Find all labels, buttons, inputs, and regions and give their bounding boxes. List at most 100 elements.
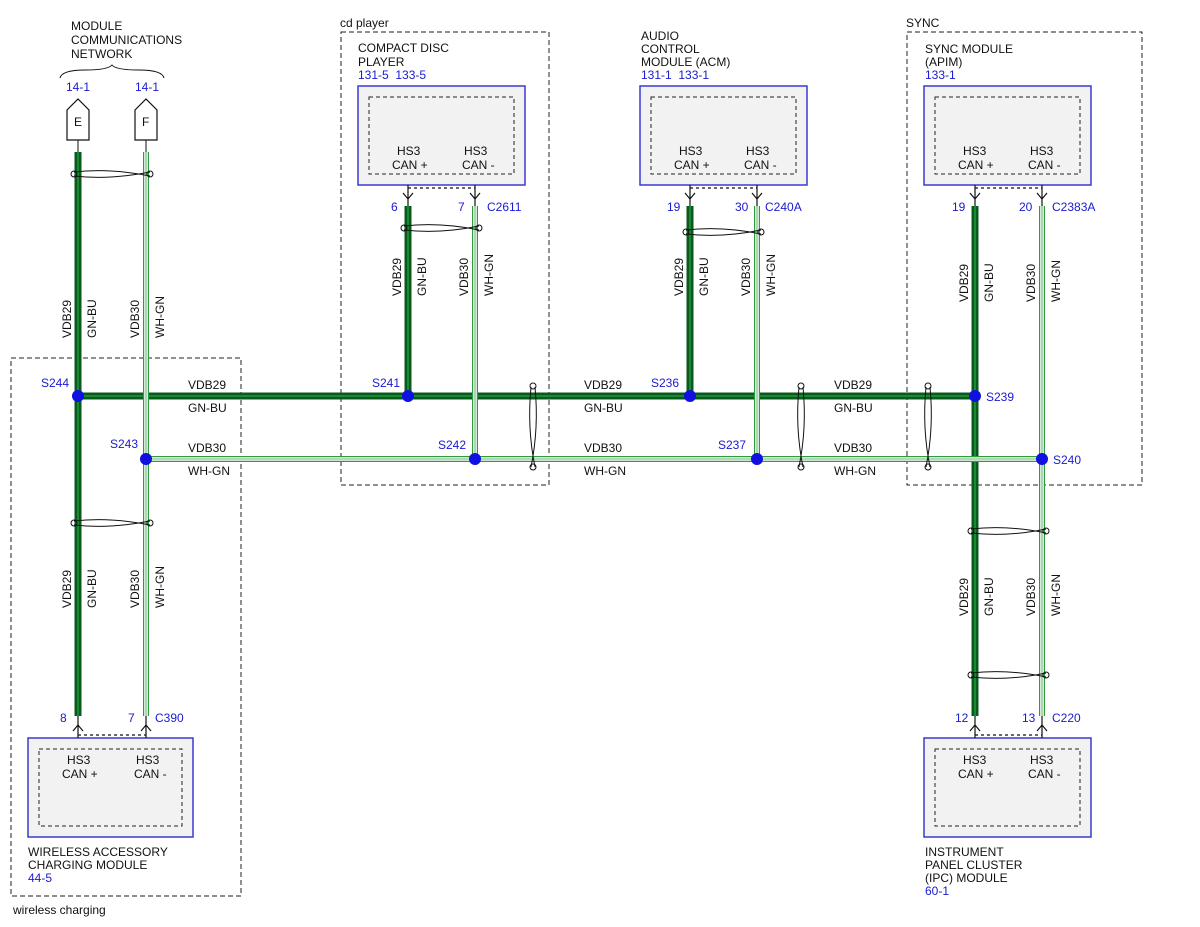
module-wacm-name-1: WIRELESS ACCESSORY bbox=[28, 845, 168, 859]
wire-label-h-vdb29-2: VDB29 bbox=[584, 378, 622, 392]
module-apim-can-plus: CAN + bbox=[958, 158, 994, 172]
module-acm-box bbox=[639, 85, 808, 186]
module-acm-name-1: AUDIO bbox=[641, 29, 679, 43]
connector-e-label: E bbox=[74, 115, 82, 129]
module-acm-hs3-minus: HS3 bbox=[746, 144, 770, 158]
module-apim-box bbox=[923, 85, 1092, 186]
module-acm-connector: C240A bbox=[765, 200, 802, 214]
module-acm-pin-minus: 30 bbox=[735, 200, 749, 214]
wire-label-h-gnbu-1: GN-BU bbox=[188, 401, 227, 415]
vertical-wire-labels: VDB29 GN-BU VDB30 WH-GN VDB29 GN-BU VDB3… bbox=[60, 254, 1063, 616]
module-ipc-hs3-minus: HS3 bbox=[1030, 753, 1054, 767]
wire-label-v-vdb30-wacm: VDB30 bbox=[128, 570, 142, 608]
module-apim-hs3-plus: HS3 bbox=[963, 144, 987, 158]
network-title-line-1: MODULE bbox=[71, 19, 122, 33]
splice-label-s239: S239 bbox=[986, 390, 1014, 404]
module-ipc-ref: 60-1 bbox=[925, 884, 949, 898]
wire-label-h-whgn-3: WH-GN bbox=[834, 464, 876, 478]
module-apim-pin-plus: 19 bbox=[952, 200, 966, 214]
module-ipc-name-2: PANEL CLUSTER bbox=[925, 858, 1023, 872]
pin-arrows bbox=[72, 185, 1048, 738]
group-label-sync: SYNC bbox=[906, 16, 940, 30]
wire-label-v-whgn-ipc: WH-GN bbox=[1049, 574, 1063, 616]
wire-label-v-gnbu-acm: GN-BU bbox=[697, 257, 711, 296]
module-cd-pin-minus: 7 bbox=[458, 200, 465, 214]
network-title-line-2: COMMUNICATIONS bbox=[71, 33, 182, 47]
module-cd-can-plus: CAN + bbox=[392, 158, 428, 172]
wire-label-h-vdb30-3: VDB30 bbox=[834, 441, 872, 455]
group-label-cd-player: cd player bbox=[340, 16, 389, 30]
splice-label-s241: S241 bbox=[372, 376, 400, 390]
module-ipc-pin-minus: 13 bbox=[1022, 711, 1036, 725]
wire-label-h-vdb29-3: VDB29 bbox=[834, 378, 872, 392]
module-apim-name-1: SYNC MODULE bbox=[925, 42, 1013, 56]
module-ipc-pin-plus: 12 bbox=[955, 711, 969, 725]
module-cd-hs3-minus: HS3 bbox=[464, 144, 488, 158]
module-wacm-inner bbox=[38, 748, 183, 827]
module-apim-connector: C2383A bbox=[1052, 200, 1095, 214]
module-acm-hs3-plus: HS3 bbox=[679, 144, 703, 158]
splice-label-s243: S243 bbox=[110, 437, 138, 451]
module-cd-hs3-plus: HS3 bbox=[397, 144, 421, 158]
splice-s237 bbox=[751, 453, 763, 465]
network-ref-f: 14-1 bbox=[135, 80, 159, 94]
module-cd-box bbox=[357, 85, 526, 186]
splice-s236 bbox=[684, 390, 696, 402]
wire-label-v-vdb29-wacm: VDB29 bbox=[60, 570, 74, 608]
module-acm-ref: 131-1 133-1 bbox=[641, 68, 709, 82]
twist-markers bbox=[70, 170, 1050, 679]
wire-label-v-whgn-wacm: WH-GN bbox=[153, 566, 167, 608]
wire-label-v-vdb29-net: VDB29 bbox=[60, 300, 74, 338]
wire-label-v-vdb29-ipc: VDB29 bbox=[957, 578, 971, 616]
module-cd-can-minus: CAN - bbox=[462, 158, 495, 172]
wire-label-v-vdb29-acm: VDB29 bbox=[672, 258, 686, 296]
splice-label-s236: S236 bbox=[651, 376, 679, 390]
module-apim-hs3-minus: HS3 bbox=[1030, 144, 1054, 158]
splice-label-s244: S244 bbox=[41, 376, 69, 390]
wire-label-v-vdb30-ipc: VDB30 bbox=[1024, 578, 1038, 616]
module-apim-ref: 133-1 bbox=[925, 68, 956, 82]
splice-dots bbox=[72, 390, 1048, 465]
module-cd-ref: 131-5 133-5 bbox=[358, 68, 426, 82]
module-wacm-can-plus: CAN + bbox=[62, 767, 98, 781]
splice-s242 bbox=[469, 453, 481, 465]
wire-label-h-gnbu-2: GN-BU bbox=[584, 401, 623, 415]
wire-label-v-vdb30-net: VDB30 bbox=[128, 300, 142, 338]
connector-f-label: F bbox=[142, 115, 149, 129]
wire-label-v-gnbu-net: GN-BU bbox=[85, 299, 99, 338]
connector-e-shape bbox=[66, 98, 90, 141]
module-wacm-can-minus: CAN - bbox=[134, 767, 167, 781]
splice-s243 bbox=[140, 453, 152, 465]
wire-label-v-vdb30-acm: VDB30 bbox=[739, 258, 753, 296]
connector-f-shape bbox=[134, 98, 158, 141]
module-ipc-name-3: (IPC) MODULE bbox=[925, 871, 1008, 885]
module-cd-connector: C2611 bbox=[487, 200, 522, 214]
wire-label-h-vdb29-1: VDB29 bbox=[188, 378, 226, 392]
network-brace bbox=[59, 64, 165, 79]
module-wacm-ref: 44-5 bbox=[28, 871, 52, 885]
wire-label-h-whgn-2: WH-GN bbox=[584, 464, 626, 478]
module-wacm-hs3-plus: HS3 bbox=[67, 753, 91, 767]
module-wacm-pin-plus: 8 bbox=[60, 711, 67, 725]
network-title-line-3: NETWORK bbox=[71, 47, 132, 61]
module-apim-name-2: (APIM) bbox=[925, 55, 962, 69]
wire-label-v-gnbu-apim: GN-BU bbox=[982, 263, 996, 302]
module-cd-name-1: COMPACT DISC bbox=[358, 41, 449, 55]
module-acm-can-plus: CAN + bbox=[674, 158, 710, 172]
splice-s240 bbox=[1036, 453, 1048, 465]
module-apim-pin-minus: 20 bbox=[1019, 200, 1033, 214]
wire-label-v-gnbu-cd: GN-BU bbox=[415, 257, 429, 296]
group-box-cd-player bbox=[340, 31, 550, 486]
module-acm-name-2: CONTROL bbox=[641, 42, 700, 56]
module-ipc-inner bbox=[934, 748, 1081, 827]
wire-vdb30-group bbox=[143, 152, 1045, 716]
splice-s239 bbox=[969, 390, 981, 402]
wire-label-h-vdb30-1: VDB30 bbox=[188, 441, 226, 455]
splice-label-s242: S242 bbox=[438, 438, 466, 452]
splice-s241 bbox=[402, 390, 414, 402]
wire-label-v-whgn-acm: WH-GN bbox=[764, 254, 778, 296]
wire-label-v-vdb30-cd: VDB30 bbox=[457, 258, 471, 296]
group-box-wireless bbox=[10, 357, 242, 897]
wire-label-v-whgn-cd: WH-GN bbox=[482, 254, 496, 296]
wire-label-v-gnbu-ipc: GN-BU bbox=[982, 577, 996, 616]
